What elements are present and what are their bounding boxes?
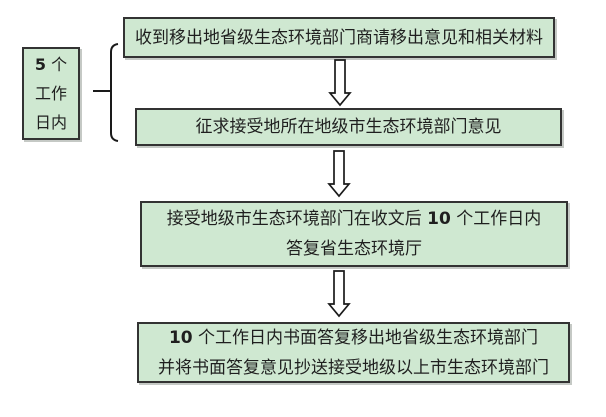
flow-step-text: 征求接受地所在地级市生态环境部门意见 <box>195 117 502 137</box>
side-duration-line: 5 个 <box>34 55 68 74</box>
flow-step-receive-request: 收到移出地省级生态环境部门商请移出意见和相关材料 <box>123 17 555 58</box>
left-brace-icon <box>93 43 119 142</box>
flow-step-text: 10 个工作日内书面答复移出地省级生态环境部门 <box>168 327 539 348</box>
down-arrow-icon <box>327 270 351 318</box>
side-duration-line: 工作 <box>34 84 67 103</box>
flow-step-text: 答复省生态环境厅 <box>286 239 422 259</box>
flow-step-text: 并将书面答复意见抄送接受地级以上市生态环境部门 <box>158 357 549 378</box>
flow-step-text: 收到移出地省级生态环境部门商请移出意见和相关材料 <box>135 27 543 48</box>
flow-step-text: 接受地级市生态环境部门在收文后 10 个工作日内 <box>166 209 542 229</box>
down-arrow-icon <box>327 150 351 198</box>
flow-step-seek-opinion: 征求接受地所在地级市生态环境部门意见 <box>135 108 562 146</box>
down-arrow-icon <box>328 59 352 107</box>
side-duration-box: 5 个 工作 日内 <box>22 47 80 140</box>
flow-step-city-reply: 接受地级市生态环境部门在收文后 10 个工作日内 答复省生态环境厅 <box>140 201 568 267</box>
flow-step-written-reply: 10 个工作日内书面答复移出地省级生态环境部门 并将书面答复意见抄送接受地级以上… <box>137 322 570 383</box>
side-duration-line: 日内 <box>34 113 67 132</box>
